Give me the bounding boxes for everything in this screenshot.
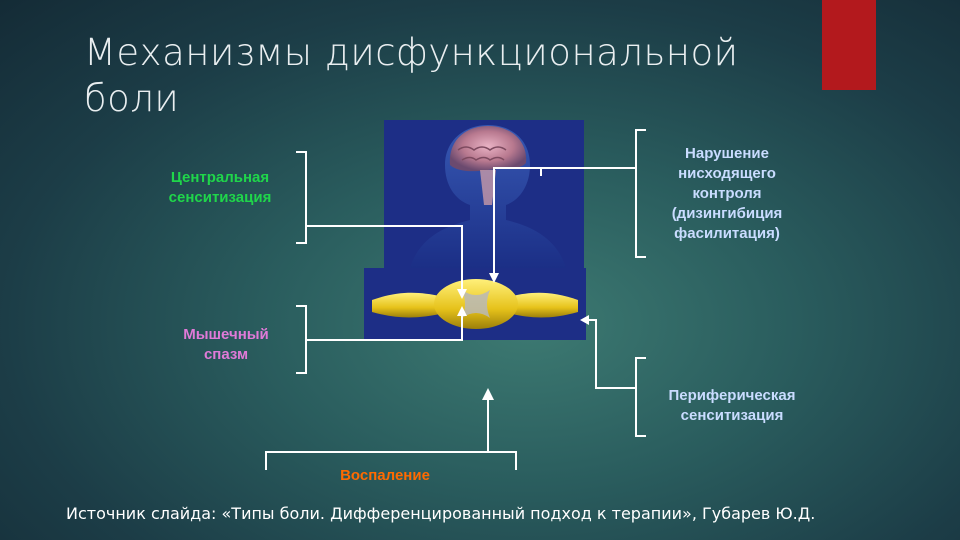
connector-arrowheads bbox=[457, 273, 589, 400]
source-caption: Источник слайда: «Типы боли. Дифференцир… bbox=[66, 504, 816, 523]
label-peripheral-sensitization: Периферическая сенситизация bbox=[668, 387, 796, 424]
label-muscle-spasm: Мышечный спазм bbox=[183, 326, 269, 363]
head-illustration bbox=[384, 120, 584, 268]
connector-lines bbox=[265, 129, 646, 470]
label-central-sensitization: Центральная сенситизация bbox=[168, 169, 272, 206]
spinal-cord-illustration bbox=[364, 268, 586, 340]
accent-block bbox=[822, 0, 876, 90]
slide-title: Механизмы дисфункциональной боли bbox=[84, 31, 739, 120]
label-descending-control: Нарушение нисходящего контроля (дизингиб… bbox=[671, 145, 783, 242]
label-inflammation: Воспаление bbox=[340, 467, 430, 484]
